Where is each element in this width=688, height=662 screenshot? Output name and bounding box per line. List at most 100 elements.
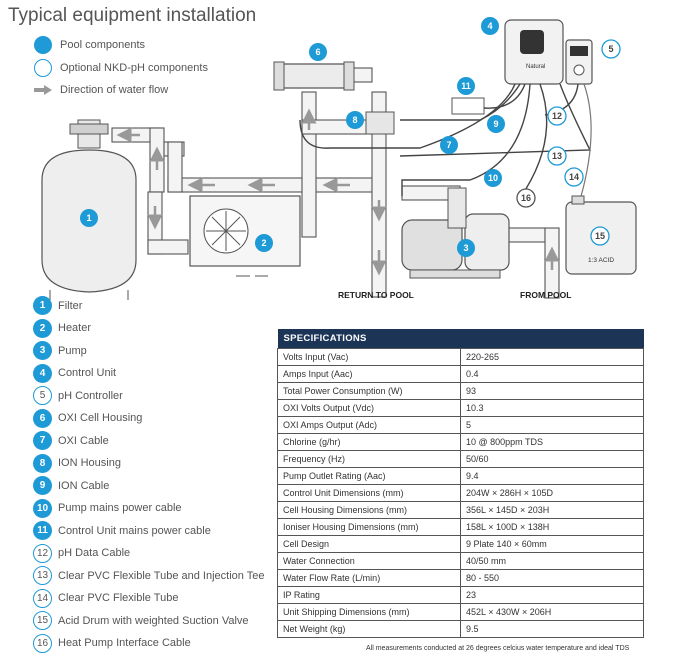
component-label: pH Data Cable [58, 547, 131, 559]
svg-text:6: 6 [315, 47, 320, 57]
table-row: Control Unit Dimensions (mm)204W × 286H … [277, 484, 644, 502]
svg-text:2: 2 [261, 238, 266, 248]
flow-arrow-icon [34, 85, 52, 95]
callout-14: 14 [564, 167, 584, 187]
spec-value: 10.3 [460, 399, 644, 417]
spec-value: 452L × 430W × 206H [460, 603, 644, 621]
spec-key: OXI Amps Output (Adc) [277, 416, 461, 434]
installation-diagram: Natural 1:3 ACID RETURN TO POOL FROM POO… [41, 17, 637, 300]
table-row: Ioniser Housing Dimensions (mm)158L × 10… [277, 518, 644, 536]
spec-key: Cell Design [277, 535, 461, 553]
control-unit-illustration: Natural [504, 19, 564, 85]
svg-text:5: 5 [608, 44, 613, 54]
callout-8: 8 [346, 111, 364, 129]
legend-flow-label: Direction of water flow [60, 84, 169, 96]
spec-value: 9.4 [460, 467, 644, 485]
spec-key: Pump Outlet Rating (Aac) [277, 467, 461, 485]
component-label: Filter [58, 299, 83, 312]
legend-optional-label: Optional NKD-pH components [60, 62, 208, 74]
callout-11: 11 [457, 77, 475, 95]
spec-key: Control Unit Dimensions (mm) [277, 484, 461, 502]
component-label: OXI Cable [58, 434, 109, 447]
number-badge: 8 [33, 453, 52, 473]
table-row: Water Flow Rate (L/min)80 - 550 [277, 569, 644, 587]
number-badge: 9 [33, 476, 52, 495]
number-badge: 6 [33, 408, 52, 428]
component-label: Control Unit mains power cable [58, 524, 211, 537]
specifications-header: SPECIFICATIONS [277, 329, 644, 349]
pump-illustration [401, 187, 510, 279]
spec-key: Frequency (Hz) [277, 450, 461, 468]
spec-key: Volts Input (Vac) [277, 348, 461, 366]
number-badge: 12 [33, 543, 52, 563]
spec-key: IP Rating [277, 586, 461, 604]
component-label: Pump [58, 344, 87, 357]
spec-value: 9 Plate 140 × 60mm [460, 535, 644, 553]
callout-9: 9 [487, 115, 505, 133]
spec-value: 0.4 [460, 365, 644, 383]
oxi-cable [299, 83, 516, 149]
oxi-cell-housing-illustration [273, 61, 355, 91]
spec-value: 80 - 550 [460, 569, 644, 587]
table-row: Volts Input (Vac)220-265 [277, 348, 644, 366]
component-label: Clear PVC Flexible Tube [58, 592, 179, 604]
svg-text:13: 13 [552, 151, 562, 161]
legend-pool: Pool components [34, 36, 145, 54]
spec-value: 23 [460, 586, 644, 604]
from-pool-label: FROM POOL [520, 290, 571, 300]
number-badge: 13 [33, 566, 52, 585]
component-label: Acid Drum with weighted Suction Valve [58, 614, 249, 627]
number-badge: 16 [33, 633, 52, 653]
ion-housing-illustration [365, 111, 395, 135]
callout-15: 15 [590, 226, 610, 246]
pool-dot-icon [34, 36, 52, 54]
callout-3: 3 [457, 239, 475, 257]
number-badge: 7 [33, 431, 52, 450]
spec-value: 93 [460, 382, 644, 400]
callout-16: 16 [516, 188, 536, 208]
spec-value: 158L × 100D × 138H [460, 518, 644, 536]
spec-key: OXI Volts Output (Vdc) [277, 399, 461, 417]
spec-key: Water Flow Rate (L/min) [277, 569, 461, 587]
callout-12: 12 [547, 106, 567, 126]
list-item: 15 Acid Drum with weighted Suction Valve [33, 611, 249, 630]
table-row: Unit Shipping Dimensions (mm)452L × 430W… [277, 603, 644, 621]
svg-text:12: 12 [552, 111, 562, 121]
component-label: Pump mains power cable [58, 502, 182, 514]
list-item: 11 Control Unit mains power cable [33, 521, 211, 540]
spec-key: Ioniser Housing Dimensions (mm) [277, 518, 461, 536]
svg-text:3: 3 [463, 243, 468, 253]
svg-text:10: 10 [488, 173, 498, 183]
list-item: 12 pH Data Cable [33, 543, 131, 563]
component-label: Clear PVC Flexible Tube and Injection Te… [58, 569, 265, 582]
number-badge: 5 [33, 386, 52, 405]
callout-6: 6 [309, 43, 327, 61]
number-badge: 3 [33, 341, 52, 360]
list-item: 13 Clear PVC Flexible Tube and Injection … [33, 566, 264, 585]
spec-key: Cell Housing Dimensions (mm) [277, 501, 461, 519]
number-badge: 15 [33, 611, 52, 630]
number-badge: 11 [33, 521, 52, 540]
component-label: Heat Pump Interface Cable [58, 637, 191, 649]
spec-key: Chlorine (g/hr) [277, 433, 461, 451]
spec-value: 220-265 [460, 348, 644, 366]
svg-text:4: 4 [487, 21, 492, 31]
spec-value: 50/60 [460, 450, 644, 468]
legend-flow: Direction of water flow [34, 84, 168, 96]
callout-1: 1 [80, 209, 98, 227]
table-row: Chlorine (g/hr)10 @ 800ppm TDS [277, 433, 644, 451]
spec-value: 9.5 [460, 620, 644, 638]
callout-10: 10 [484, 169, 502, 187]
table-row: Cell Housing Dimensions (mm)356L × 145D … [277, 501, 644, 519]
ph-controller-illustration [565, 39, 593, 85]
page-title: Typical equipment installation [8, 5, 257, 26]
svg-text:15: 15 [595, 231, 605, 241]
